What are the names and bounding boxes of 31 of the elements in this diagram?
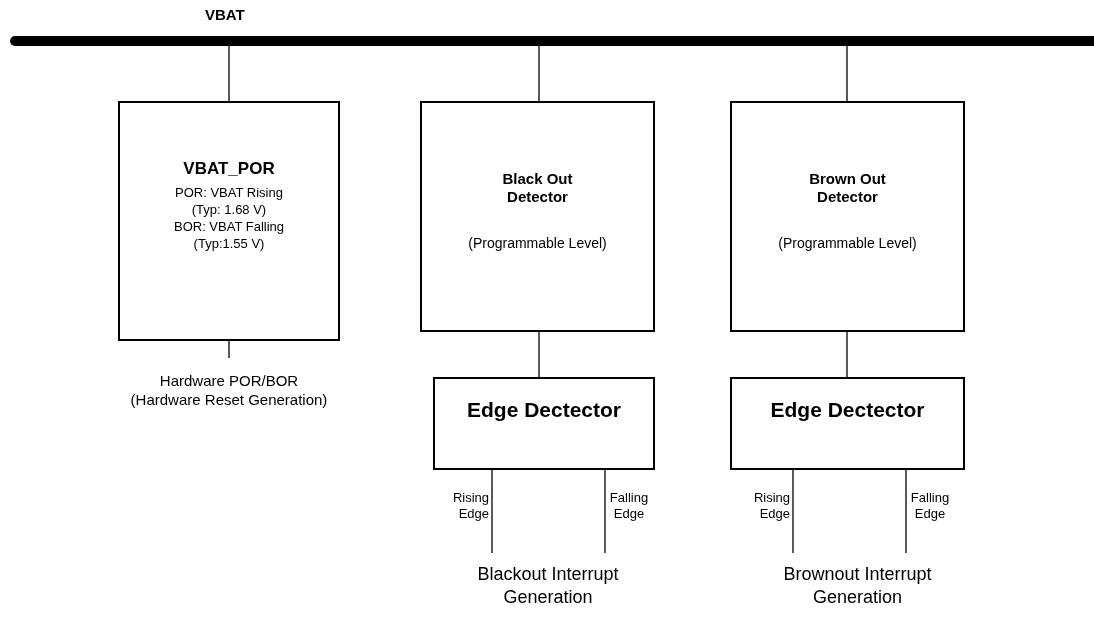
connector-line xyxy=(228,45,230,102)
edge-label: Falling Edge xyxy=(607,490,651,523)
box-title: VBAT_POR xyxy=(182,159,276,180)
box-title: Edge Dectector xyxy=(770,396,925,423)
box-description: (Programmable Level) xyxy=(468,234,607,253)
detector-box xyxy=(420,101,655,332)
connector-line xyxy=(604,469,606,554)
box-description: BOR: VBAT Falling (Typ:1.55 V) xyxy=(172,219,286,253)
connector-line xyxy=(538,331,540,378)
output-label: Blackout Interrupt Generation xyxy=(476,563,620,608)
connector-line xyxy=(846,45,848,102)
output-label: (Hardware Reset Generation) xyxy=(130,390,328,410)
edge-label: Falling Edge xyxy=(908,490,952,523)
box-title: Brown Out Detector xyxy=(808,170,887,206)
edge-detector-box xyxy=(730,377,965,470)
detector-box xyxy=(730,101,965,332)
bus-label: VBAT xyxy=(205,6,245,25)
box-title: Edge Dectector xyxy=(466,396,621,423)
box-title: Black Out Detector xyxy=(501,170,574,206)
output-label: Hardware POR/BOR xyxy=(159,372,299,391)
connector-line xyxy=(905,469,907,554)
connector-line xyxy=(491,469,493,554)
connector-line xyxy=(228,340,230,359)
output-label: Brownout Interrupt Generation xyxy=(782,563,933,608)
detector-box xyxy=(118,101,340,341)
edge-detector-box xyxy=(433,377,655,470)
connector-line xyxy=(846,331,848,378)
connector-line xyxy=(538,45,540,102)
connector-line xyxy=(792,469,794,554)
box-description: (Programmable Level) xyxy=(778,234,917,253)
box-description: POR: VBAT Rising (Typ: 1.68 V) xyxy=(174,185,284,220)
